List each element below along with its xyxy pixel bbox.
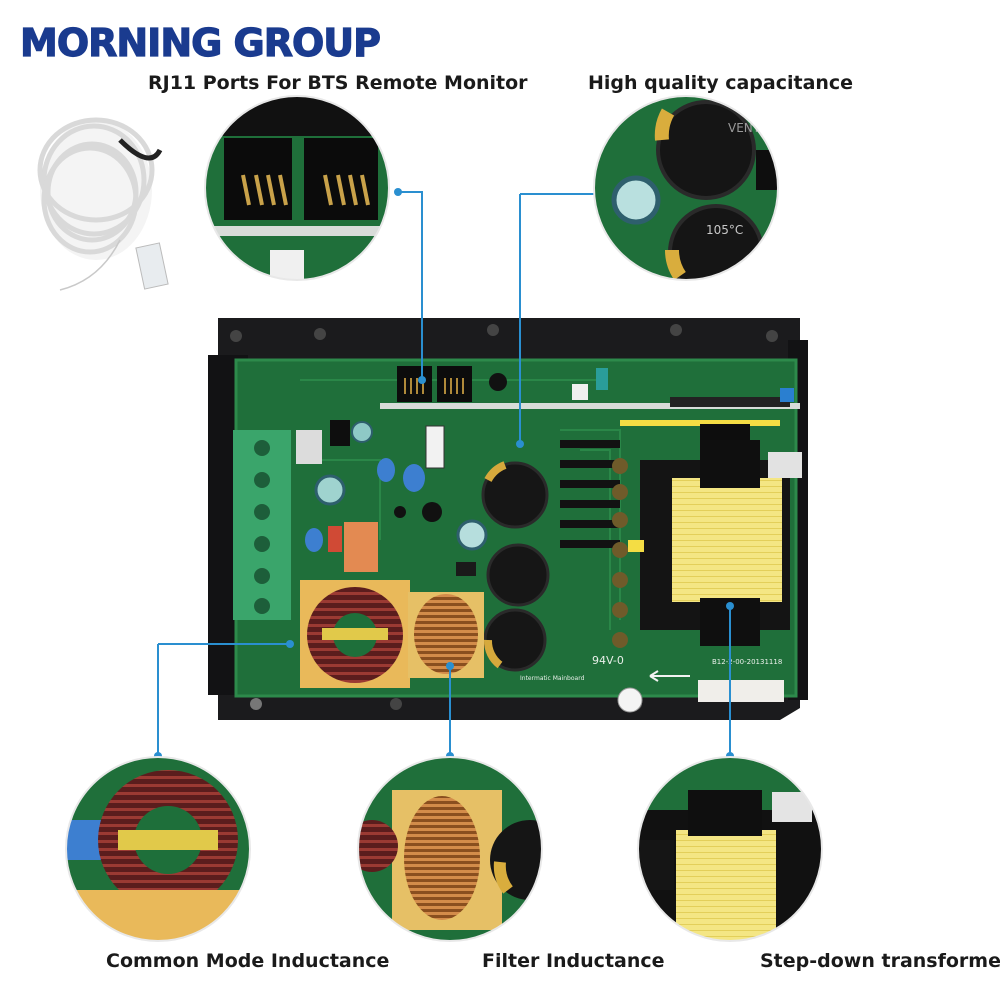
brand-logo-text: MORNING GROUP bbox=[20, 21, 380, 65]
zoom-filter-inductance bbox=[357, 756, 543, 942]
cap-marking-text: 105°C bbox=[706, 223, 743, 237]
board-rating: 94V-0 bbox=[592, 654, 624, 667]
brand-logo: MORNING GROUP bbox=[20, 20, 382, 65]
zoom-capacitance: VENT 105°C bbox=[593, 95, 779, 281]
board-model: B12-2-00-20131118 bbox=[712, 658, 782, 666]
label-common-mode-inductance: Common Mode Inductance bbox=[106, 950, 390, 972]
main-board: 94V-0 B12-2-00-20131118 Intermatic Mainb… bbox=[208, 318, 808, 720]
zoom-step-down-transformer bbox=[637, 756, 823, 942]
zoom-rj11-ports bbox=[204, 95, 390, 281]
label-rj11-ports: RJ11 Ports For BTS Remote Monitor bbox=[148, 72, 528, 94]
cable-inset bbox=[37, 117, 169, 291]
zoom-common-mode-inductance bbox=[65, 756, 251, 942]
board-name: Intermatic Mainboard bbox=[520, 675, 585, 682]
label-filter-inductance: Filter Inductance bbox=[482, 950, 665, 972]
label-capacitance: High quality capacitance bbox=[588, 72, 854, 94]
callout-lines bbox=[157, 191, 731, 756]
label-step-down-transformer: Step-down transformer bbox=[760, 950, 1000, 972]
